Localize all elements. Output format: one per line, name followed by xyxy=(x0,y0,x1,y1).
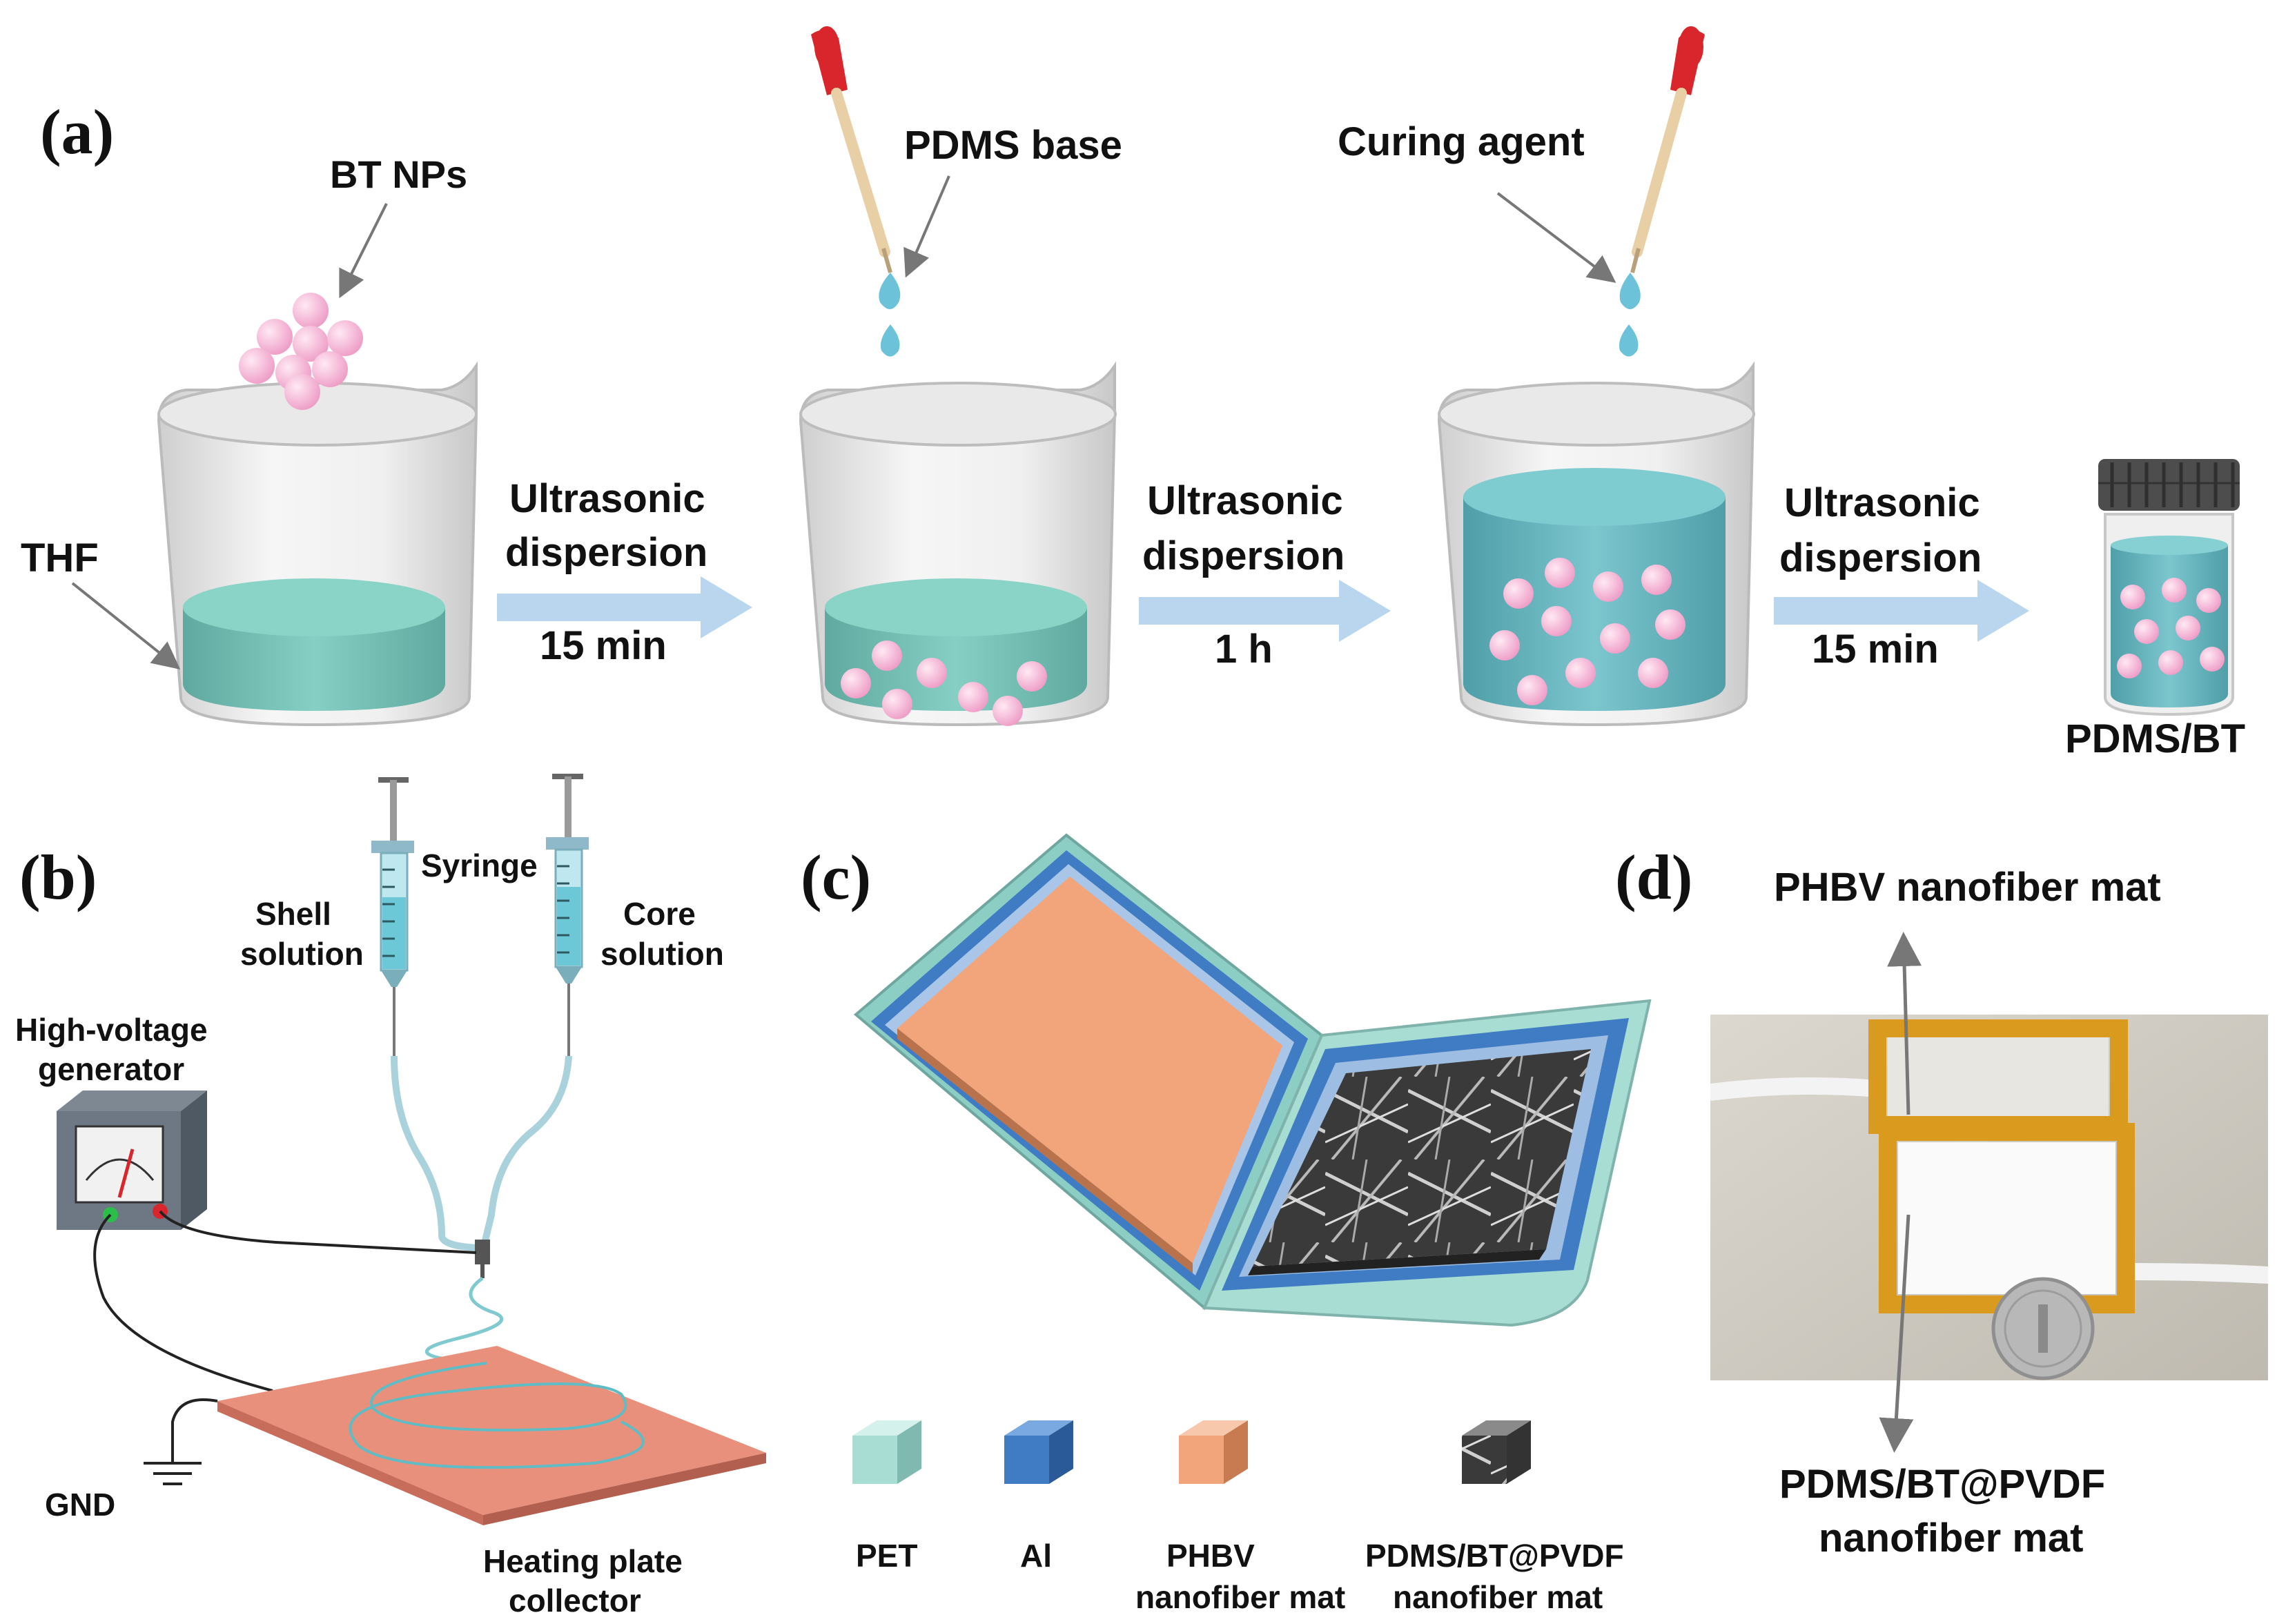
bt-nps-pointer xyxy=(339,203,388,299)
core-label-2: solution xyxy=(600,936,724,972)
plate-label-2: collector xyxy=(509,1583,641,1618)
device-schematic xyxy=(853,833,1652,1327)
fiber-jet xyxy=(424,1276,504,1365)
ground-wire xyxy=(93,1213,273,1392)
beaker-thf xyxy=(157,361,478,727)
panel-b-label: (b) xyxy=(19,842,97,912)
high-voltage-generator xyxy=(57,1090,207,1230)
beaker-curing xyxy=(1437,361,1755,727)
panel-d-label: (d) xyxy=(1615,842,1692,912)
tube-shell xyxy=(391,1055,477,1251)
curing-agent-label: Curing agent xyxy=(1338,119,1585,164)
hv-label-2: generator xyxy=(38,1051,184,1087)
step-3-time: 15 min xyxy=(1812,627,1939,672)
hv-wire xyxy=(159,1210,477,1254)
core-label-1: Core xyxy=(623,896,696,932)
step-2: Ultrasonic dispersion 1 h xyxy=(1139,478,1391,672)
pdms-bt-pvdf-pointer xyxy=(1879,1214,1914,1453)
step-1-line1: Ultrasonic xyxy=(509,476,705,521)
pdms-bt-pvdf-mat-label-2: nanofiber mat xyxy=(1819,1516,2084,1561)
device-photo xyxy=(1710,1015,2268,1380)
gnd-wire xyxy=(171,1398,218,1463)
thf-pointer xyxy=(71,582,181,669)
thf-label: THF xyxy=(21,536,99,580)
heating-plate xyxy=(217,1346,766,1525)
syringe-shell xyxy=(371,777,414,1056)
shell-label-2: solution xyxy=(240,936,364,972)
panel-a-label: (a) xyxy=(40,97,114,167)
pdms-base-label: PDMS base xyxy=(904,123,1122,168)
step-2-line2: dispersion xyxy=(1142,534,1345,578)
step-2-arrow xyxy=(1139,580,1391,642)
syringe-label: Syringe xyxy=(421,848,538,883)
plate-label-1: Heating plate xyxy=(483,1543,683,1579)
step-1-arrow xyxy=(497,576,752,638)
dropper-curing xyxy=(1619,26,1705,357)
coaxial-nozzle xyxy=(475,1240,490,1278)
pdms-base-pointer xyxy=(903,175,950,278)
pdms-bt-vial xyxy=(2098,459,2240,716)
legend-phbv-label-1: PHBV xyxy=(1166,1538,1255,1574)
legend-pdms-bt-pvdf-label-1: PDMS/BT@PVDF xyxy=(1365,1538,1624,1574)
syringe-core xyxy=(546,774,589,1056)
pdms-bt-label: PDMS/BT xyxy=(2065,716,2245,761)
bt-nps-cluster xyxy=(239,293,363,410)
pdms-bt-pvdf-mat-label-1: PDMS/BT@PVDF xyxy=(1779,1462,2105,1507)
bt-nps-label: BT NPs xyxy=(330,153,467,196)
phbv-mat-label: PHBV nanofiber mat xyxy=(1774,865,2161,910)
step-1-time: 15 min xyxy=(540,623,667,668)
dropper-pdms xyxy=(811,26,901,357)
panel-c-label: (c) xyxy=(801,842,871,912)
legend-pdms-bt-pvdf-cube xyxy=(1462,1420,1531,1484)
gnd-label: GND xyxy=(45,1487,115,1523)
legend-pet-cube xyxy=(852,1420,921,1484)
step-3-arrow xyxy=(1774,580,2029,642)
legend-al-label: Al xyxy=(1020,1538,1052,1574)
beaker-pdms xyxy=(799,361,1117,727)
hv-label-1: High-voltage xyxy=(15,1012,208,1048)
step-2-time: 1 h xyxy=(1215,627,1273,672)
legend-phbv-cube xyxy=(1179,1420,1248,1484)
ground-symbol xyxy=(144,1462,202,1485)
curing-agent-pointer xyxy=(1496,192,1616,283)
legend-pet-label: PET xyxy=(856,1538,917,1574)
step-3-line2: dispersion xyxy=(1779,536,1982,580)
step-1-line2: dispersion xyxy=(505,530,707,575)
step-1: Ultrasonic dispersion 15 min xyxy=(497,476,752,668)
tube-core xyxy=(480,1055,572,1251)
step-2-line1: Ultrasonic xyxy=(1147,478,1343,523)
legend-phbv-label-2: nanofiber mat xyxy=(1135,1579,1345,1615)
step-3: Ultrasonic dispersion 15 min xyxy=(1774,480,2029,672)
shell-label-1: Shell xyxy=(255,896,331,932)
phbv-pointer xyxy=(1887,932,1922,1115)
legend-pdms-bt-pvdf-label-2: nanofiber mat xyxy=(1393,1579,1603,1615)
step-3-line1: Ultrasonic xyxy=(1784,480,1980,525)
legend-al-cube xyxy=(1004,1420,1073,1484)
